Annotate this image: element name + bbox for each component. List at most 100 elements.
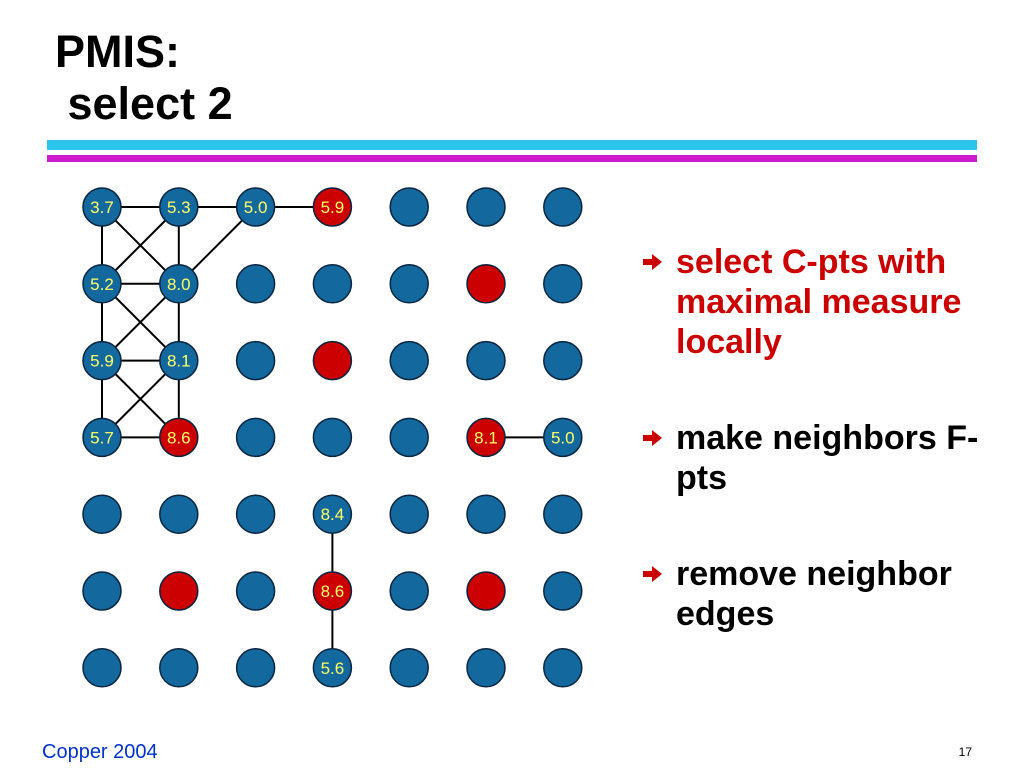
graph-node [543, 264, 583, 304]
graph-node: 5.0 [543, 417, 583, 458]
footer-text: Copper 2004 [42, 741, 158, 763]
node-circle [312, 571, 353, 611]
node-circle [312, 264, 353, 304]
graph-node [543, 648, 583, 688]
node-circle [82, 494, 122, 534]
node-circle [466, 494, 506, 534]
bullet-item: remove neighbor edges [643, 554, 1003, 634]
node-label: 3.7 [90, 198, 114, 217]
node-label: 5.9 [90, 352, 114, 371]
node-circle [543, 187, 583, 227]
graph-node: 8.1 [159, 340, 199, 381]
node-label: 5.0 [551, 428, 575, 447]
graph-node [235, 340, 276, 381]
graph-node: 8.0 [159, 264, 199, 304]
node-circle [543, 648, 583, 688]
node-label: 5.0 [244, 198, 268, 217]
node-circle [389, 264, 429, 304]
selected-node [466, 264, 506, 304]
selected-node: 8.6 [159, 417, 199, 458]
graph-node [466, 648, 506, 688]
graph-node [466, 494, 506, 534]
node-circle [82, 187, 122, 227]
node-circle [389, 571, 429, 611]
node-circle [543, 417, 583, 458]
slide-title: PMIS: select 2 [55, 26, 233, 130]
node-circle [389, 494, 429, 534]
graph-node: 5.3 [159, 187, 199, 227]
node-circle [543, 264, 583, 304]
node-circle [159, 264, 199, 304]
node-label: 5.7 [90, 428, 114, 447]
graph-node: 5.6 [312, 648, 353, 688]
graph-node: 3.7 [82, 187, 122, 227]
node-label: 8.6 [167, 428, 191, 447]
node-circle [466, 417, 506, 458]
node-circle [466, 340, 506, 381]
graph-node [159, 494, 199, 534]
node-circle [159, 417, 199, 458]
selected-node [159, 571, 199, 611]
graph-node [82, 494, 122, 534]
node-label: 8.4 [321, 505, 345, 524]
selected-node: 8.6 [312, 571, 353, 611]
arrow-shape [643, 254, 662, 270]
graph-node [466, 187, 506, 227]
node-circle [235, 187, 276, 227]
arrow-shape [643, 430, 662, 446]
graph-node [159, 648, 199, 688]
node-circle [543, 571, 583, 611]
node-circle [159, 187, 199, 227]
node-circle [389, 417, 429, 458]
graph-node [389, 648, 429, 688]
selected-node [312, 340, 353, 381]
node-circle [312, 648, 353, 688]
graph-node [312, 264, 353, 304]
node-circle [159, 648, 199, 688]
graph-node [389, 417, 429, 458]
node-circle [82, 417, 122, 458]
node-circle [235, 264, 276, 304]
node-circle [159, 494, 199, 534]
selected-node: 8.1 [466, 417, 506, 458]
node-circle [235, 494, 276, 534]
graph-node [82, 571, 122, 611]
node-circle [389, 340, 429, 381]
graph-node [235, 571, 276, 611]
node-label: 5.6 [321, 659, 345, 678]
graph-node [235, 417, 276, 458]
graph-node [543, 340, 583, 381]
node-circle [543, 340, 583, 381]
node-label: 5.2 [90, 275, 114, 294]
node-circle [389, 187, 429, 227]
graph-node [235, 494, 276, 534]
graph-node: 8.4 [312, 494, 353, 534]
graph-node [235, 648, 276, 688]
graph-node [543, 571, 583, 611]
title-divider-cyan [47, 140, 977, 150]
arrow-right-icon [643, 554, 676, 594]
graph-node [389, 340, 429, 381]
graph-node [312, 417, 353, 458]
graph-node [389, 264, 429, 304]
node-label: 5.3 [167, 198, 191, 217]
graph-node: 5.7 [82, 417, 122, 458]
arrow-shape [643, 566, 662, 582]
node-circle [543, 494, 583, 534]
title-line: select 2 [55, 78, 233, 129]
node-label: 5.9 [321, 198, 345, 217]
node-circle [82, 571, 122, 611]
selected-node [466, 571, 506, 611]
node-label: 8.1 [167, 352, 191, 371]
node-label: 8.0 [167, 275, 191, 294]
graph-node [235, 264, 276, 304]
node-label: 8.1 [474, 428, 498, 447]
graph-node: 5.9 [82, 340, 122, 381]
pmis-graph: 3.7 5.3 5.0 5.9 5.2 8.0 5.9 8.1 5.7 8.6 8.1 5.0 8.4 8… [82, 187, 583, 688]
node-circle [466, 648, 506, 688]
graph-node [543, 187, 583, 227]
node-circle [82, 340, 122, 381]
bullet-list: select C-pts with maximal measure locall… [643, 242, 1003, 690]
node-circle [312, 417, 353, 458]
node-circle [389, 648, 429, 688]
